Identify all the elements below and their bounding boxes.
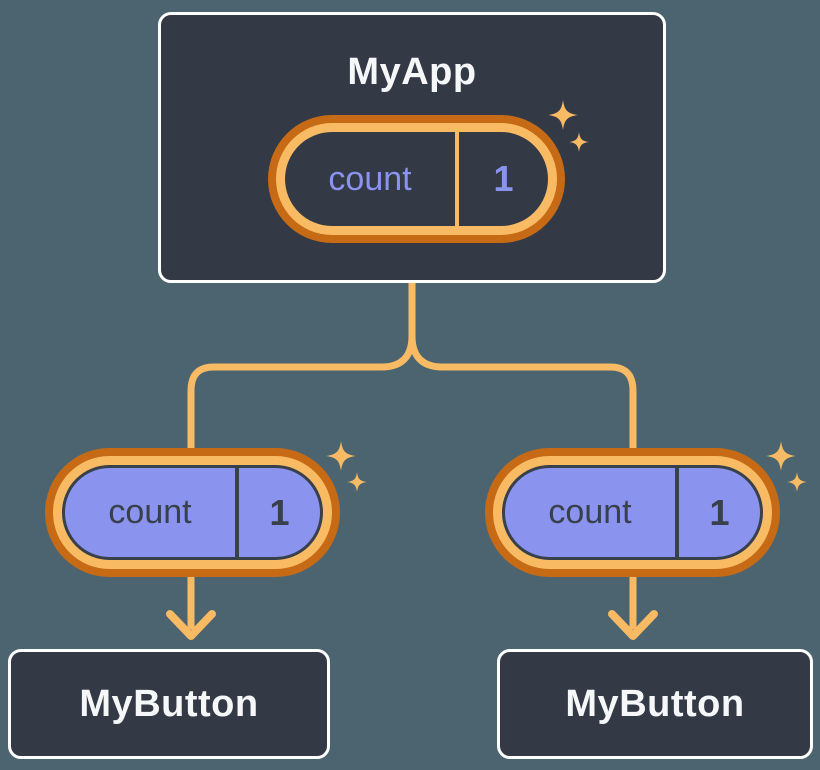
component-box-myapp: MyApp count 1 (158, 12, 666, 283)
prop-value-label: 1 (269, 491, 290, 533)
sparkle-small-icon (569, 132, 589, 152)
prop-pill-ring: count 1 (493, 456, 772, 569)
sparkle-big-icon (548, 100, 578, 130)
prop-name-label: count (548, 493, 632, 531)
state-pill-ring: count 1 (276, 123, 557, 235)
prop-name-label: count (108, 493, 192, 531)
prop-value-label: 1 (709, 491, 730, 533)
prop-pill-left: count 1 (45, 448, 340, 577)
prop-pill-ring: count 1 (53, 456, 332, 569)
state-name-label: count (328, 159, 412, 198)
prop-pill-body: count 1 (62, 465, 323, 560)
sparkle-icon (326, 441, 367, 492)
component-title-mybutton: MyButton (79, 682, 259, 725)
sparkle-big-icon (766, 441, 796, 471)
prop-pill-right: count 1 (485, 448, 780, 577)
state-pill-body: count 1 (285, 132, 548, 226)
sparkle-small-icon (347, 472, 367, 492)
sparkle-big-icon (326, 441, 356, 471)
state-pill-root: count 1 (268, 115, 565, 243)
component-title-myapp: MyApp (347, 51, 477, 93)
component-box-mybutton-right: MyButton (497, 649, 813, 759)
branch-right-line (408, 332, 637, 464)
component-box-mybutton-left: MyButton (8, 649, 330, 759)
sparkle-icon (548, 100, 589, 152)
pill-divider (455, 132, 459, 226)
sparkle-small-icon (787, 472, 807, 492)
pill-divider (235, 468, 239, 557)
state-value-label: 1 (493, 158, 514, 199)
component-title-mybutton: MyButton (565, 682, 745, 725)
arrow-right-head-icon (608, 610, 658, 640)
sparkle-icon (766, 441, 807, 492)
arrow-left-head-icon (166, 610, 216, 640)
branch-left-line (187, 332, 416, 464)
prop-pill-body: count 1 (502, 465, 763, 560)
pill-divider (675, 468, 679, 557)
